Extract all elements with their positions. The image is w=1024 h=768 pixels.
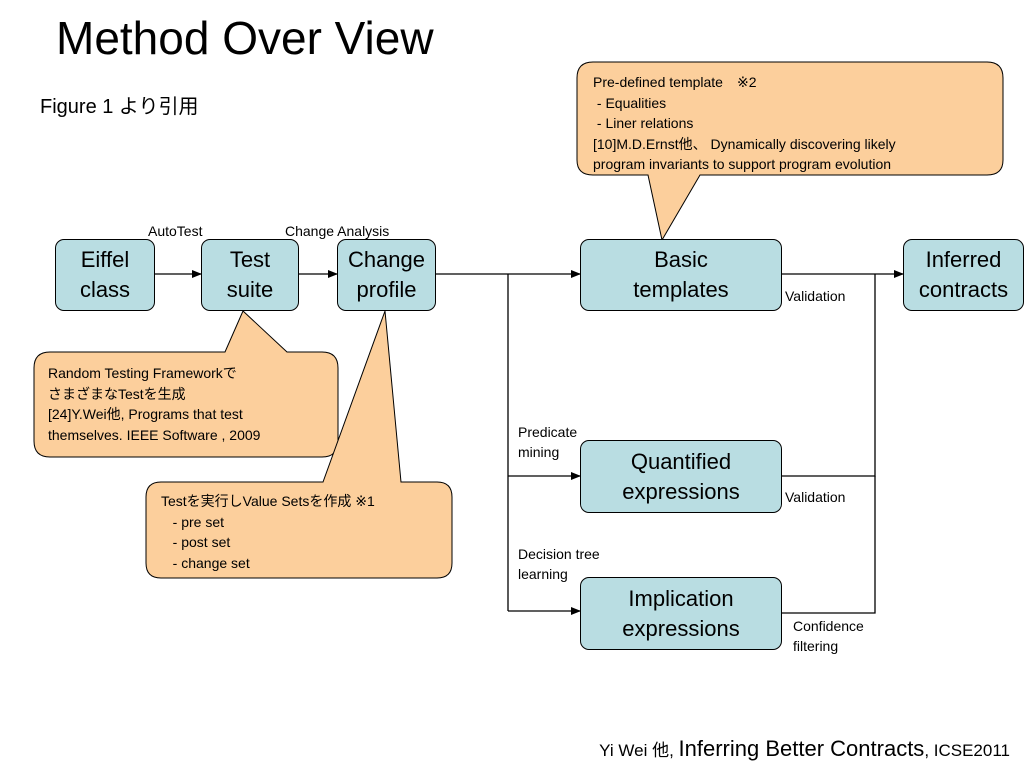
page-title: Method Over View	[56, 12, 434, 64]
citation-footer: Yi Wei 他, Inferring Better Contracts, IC…	[599, 734, 1010, 766]
predefined-template-text: Pre-defined template ※2 - Equalities - L…	[593, 72, 896, 175]
eiffel-class-node: Eiffel class	[55, 239, 155, 311]
predicate-mining-label: Predicate mining	[518, 424, 578, 460]
confidence-filtering-label: Confidence filtering	[793, 618, 864, 654]
callout-line: - Equalities	[593, 94, 667, 111]
footer-paper-title: Inferring Better Contracts	[678, 736, 925, 761]
predefined-template-callout	[576, 61, 1004, 242]
callout-line: Pre-defined template ※2	[593, 74, 757, 90]
validation-label-basic: Validation	[785, 288, 846, 304]
implication-expressions-node: Implication expressions	[580, 577, 782, 650]
decision-tree-label: Decision tree learning	[518, 546, 600, 582]
callout-line: [10]M.D.Ernst他、 Dynamically discovering …	[593, 135, 896, 152]
callout-line: Testを実行しValue Setsを作成 ※1	[161, 493, 375, 509]
merge-line-implication	[782, 476, 876, 614]
callout-line: - post set	[161, 534, 231, 550]
callout-line: - pre set	[161, 513, 225, 530]
value-sets-callout	[145, 310, 453, 579]
callout-line: - change set	[161, 554, 250, 571]
quantified-expressions-node: Quantified expressions	[580, 440, 782, 513]
inferred-contracts-node: Inferred contracts	[903, 239, 1024, 311]
autotest-label: AutoTest	[148, 223, 203, 239]
basic-templates-node: Basic templates	[580, 239, 782, 311]
value-sets-text: Testを実行しValue Setsを作成 ※1 - pre set - pos…	[161, 491, 375, 573]
figure-reference: Figure 1 より引用	[40, 96, 199, 118]
test-suite-node: Test suite	[201, 239, 299, 311]
random-testing-text: Random Testing Frameworkで さまざまなTestを生成 […	[48, 363, 260, 445]
callout-line: Random Testing Frameworkで	[48, 365, 237, 381]
change-analysis-label: Change Analysis	[285, 223, 390, 239]
callout-line: [24]Y.Wei他, Programs that test	[48, 406, 243, 422]
validation-label-quantified: Validation	[785, 489, 846, 505]
callout-line: program invariants to support program ev…	[593, 156, 892, 172]
callout-line: さまざまなTestを生成	[48, 385, 186, 402]
footer-venue: , ICSE2011	[924, 741, 1010, 760]
footer-author: Yi Wei 他,	[599, 741, 679, 760]
random-testing-callout	[33, 310, 339, 458]
callout-line: - Liner relations	[593, 115, 694, 131]
callout-line: themselves. IEEE Software , 2009	[48, 426, 261, 443]
change-profile-node: Change profile	[337, 239, 436, 311]
